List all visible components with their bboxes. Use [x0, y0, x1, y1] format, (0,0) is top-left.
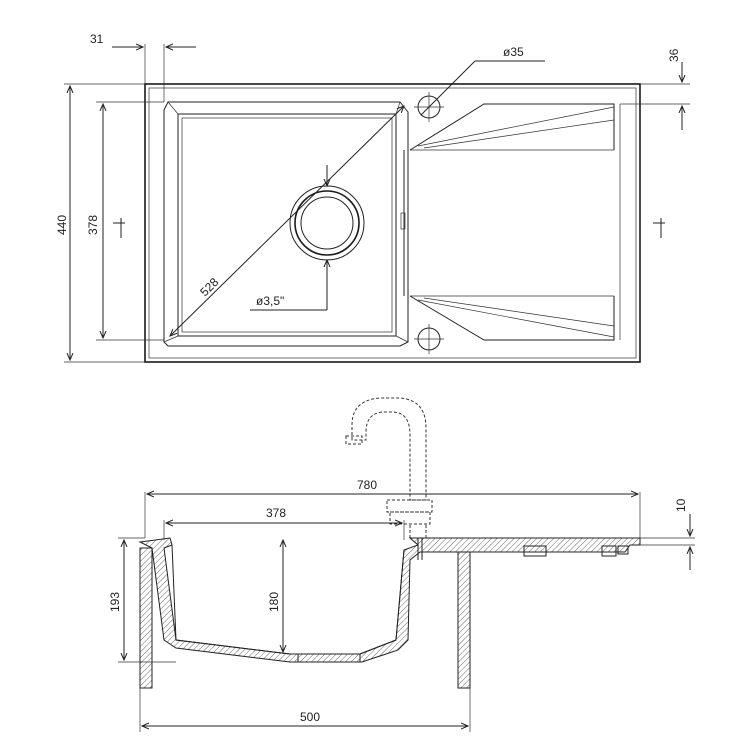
drain-neck [297, 653, 361, 663]
dim-offset-top: 36 [667, 48, 681, 62]
tap-hole-bottom [414, 324, 444, 354]
dim-bowl-width: 378 [266, 506, 286, 520]
sink-inner-rim [148, 87, 637, 359]
dim-height-bowl: 378 [86, 215, 100, 235]
sink-outline [144, 83, 641, 363]
dim-diagonal: 528 [197, 275, 221, 299]
dim-offset-left: 31 [90, 32, 104, 46]
dim-height-total-side: 193 [108, 592, 122, 612]
dim-height-total: 440 [55, 215, 69, 235]
dim-depth: 180 [267, 592, 281, 612]
side-view: 780 378 10 193 180 500 [108, 397, 695, 732]
dim-tap-hole: ø35 [503, 45, 524, 59]
dim-drain: ø3,5" [256, 294, 284, 308]
drain [250, 165, 365, 311]
top-view: 528 ø3,5" ø35 [55, 32, 690, 363]
drainboard [400, 103, 621, 341]
cabinet-wall-right [457, 551, 471, 689]
dim-length-total: 780 [357, 478, 377, 492]
sink-section [138, 537, 641, 663]
section-marker-right [653, 218, 665, 238]
cabinet-wall-left [139, 547, 153, 689]
dim-cabinet-width: 500 [300, 710, 320, 724]
faucet [345, 397, 433, 540]
dim-thickness: 10 [674, 498, 688, 512]
section-marker-left [113, 218, 125, 238]
